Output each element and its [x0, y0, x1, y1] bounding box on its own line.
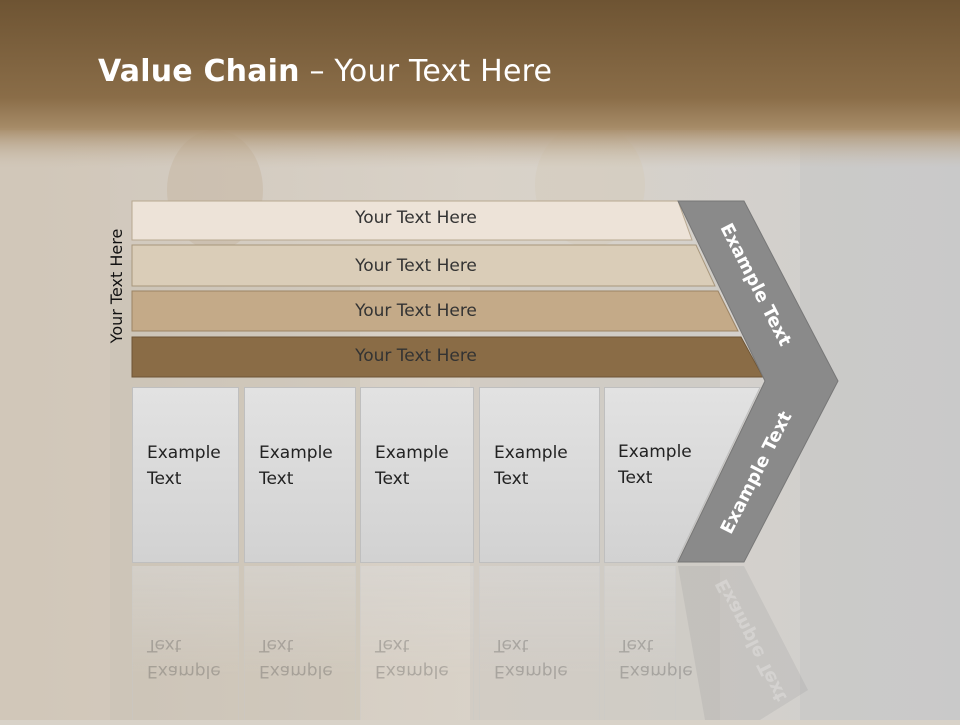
activity-box-label: Example Text [147, 443, 221, 489]
activity-box-label: Example Text [375, 443, 449, 489]
box-reflection-2: Example Text [244, 566, 356, 720]
box-reflection-label: Example Text [375, 635, 449, 681]
chevron-reflection [678, 566, 808, 720]
slide-title: Value Chain – Your Text Here [98, 54, 552, 89]
activity-box-5: Example Text [604, 387, 724, 563]
title-bold: Value Chain [98, 54, 300, 89]
box-reflection-5: Example Text [604, 566, 693, 720]
box-reflection-1: Example Text [132, 566, 239, 720]
band-label-2: Your Text Here [355, 256, 477, 276]
band-label-3: Your Text Here [355, 301, 477, 321]
activity-box-1: Example Text [132, 387, 239, 563]
activity-box-2: Example Text [244, 387, 356, 563]
band-shape-2 [131, 244, 716, 287]
activity-box-4: Example Text [479, 387, 600, 563]
band-shape-1 [131, 200, 693, 241]
activity-box-3: Example Text [360, 387, 474, 563]
box-reflection-label: Example Text [494, 635, 568, 681]
chevron-shape [677, 200, 839, 563]
title-rest: – Your Text Here [299, 54, 553, 89]
activity-box-label: Example Text [259, 443, 333, 489]
box-reflection-label: Example Text [259, 635, 333, 681]
activity-box-5-shape [604, 387, 761, 563]
box-reflection-3: Example Text [360, 566, 474, 720]
activity-box-label: Example Text [618, 442, 692, 488]
activity-box-label: Example Text [494, 443, 568, 489]
band-shape-3 [131, 290, 739, 332]
box-reflection-label: Example Text [619, 635, 693, 681]
box-reflection-label: Example Text [147, 635, 221, 681]
band-label-4: Your Text Here [355, 346, 477, 366]
box-reflection-4: Example Text [479, 566, 600, 720]
band-label-1: Your Text Here [355, 208, 477, 228]
